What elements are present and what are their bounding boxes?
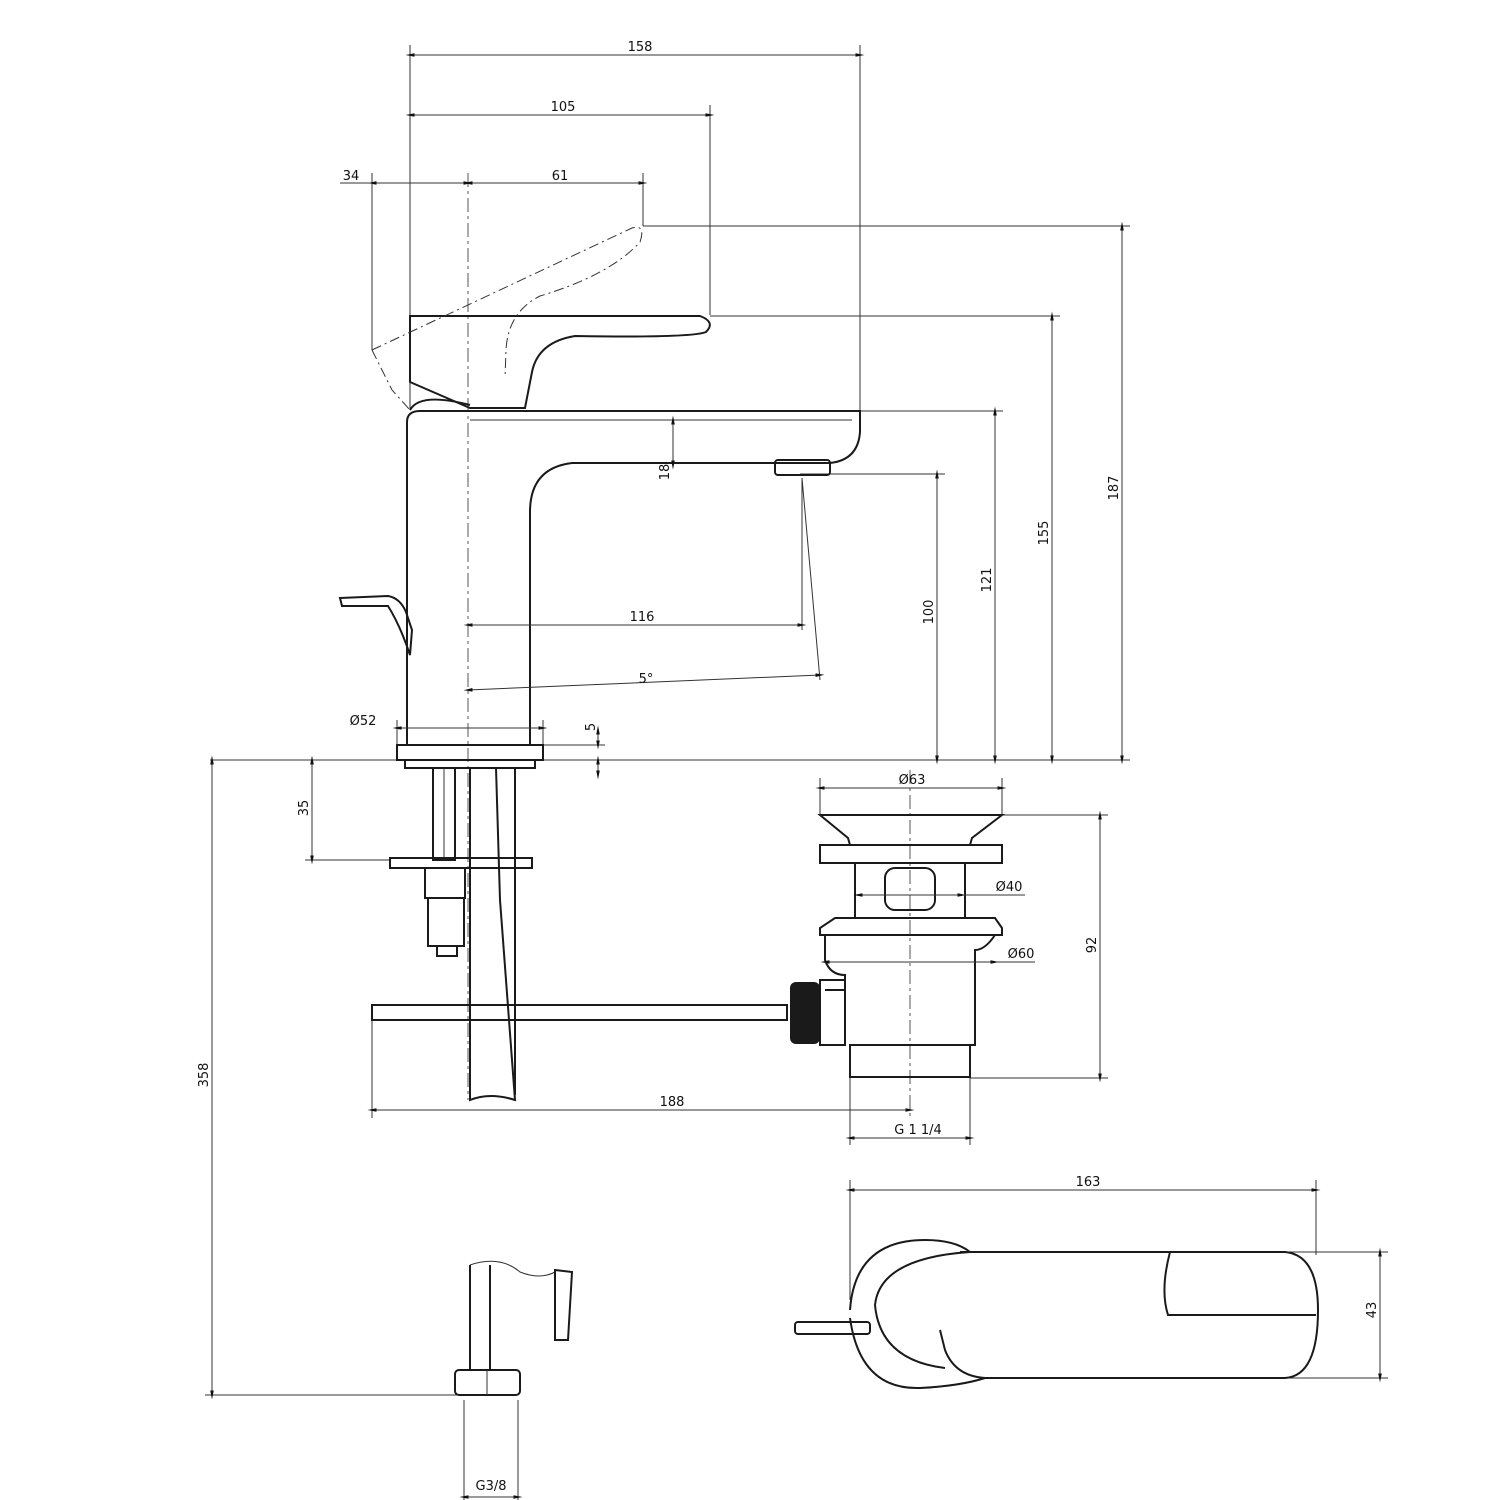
faucet-body — [406, 410, 861, 746]
dim-35: 35 — [297, 800, 312, 817]
dim-34: 34 — [343, 169, 360, 184]
handle-raised-outline — [371, 226, 643, 411]
hose-connection — [454, 1260, 574, 1396]
dim-92: 92 — [1085, 937, 1100, 954]
waste-valve — [790, 814, 1005, 1078]
dim-g38: G3/8 — [476, 1479, 507, 1494]
popup-lever — [338, 594, 414, 656]
dim-5: 5 — [584, 723, 599, 731]
dim-angle: 5° — [639, 672, 654, 687]
dim-158: 158 — [628, 40, 653, 55]
dim-116: 116 — [630, 610, 655, 625]
dim-d40: Ø40 — [996, 880, 1023, 895]
dim-100: 100 — [922, 600, 937, 625]
popup-rod — [371, 1004, 788, 1021]
extension-lines — [205, 45, 1388, 1500]
dim-121: 121 — [980, 568, 995, 593]
dim-188: 188 — [660, 1095, 685, 1110]
faucet-side-view — [338, 226, 861, 1102]
faucet-handle — [409, 315, 711, 409]
dim-163: 163 — [1076, 1175, 1101, 1190]
dim-d60: Ø60 — [1008, 947, 1035, 962]
dim-187: 187 — [1107, 476, 1122, 501]
dim-d52: Ø52 — [350, 714, 377, 729]
dim-18: 18 — [658, 464, 673, 481]
dim-155: 155 — [1037, 521, 1052, 546]
dim-358: 358 — [197, 1063, 212, 1088]
dim-43: 43 — [1365, 1302, 1380, 1319]
dim-61: 61 — [552, 169, 569, 184]
dim-105: 105 — [551, 100, 576, 115]
faucet-top-view — [794, 1238, 1320, 1390]
dim-d63: Ø63 — [899, 773, 926, 788]
dimension-labels: 158 105 34 61 187 155 121 100 18 116 5° … — [197, 40, 1380, 1494]
dim-g114: G 1 1/4 — [894, 1123, 942, 1138]
dimension-lines — [210, 53, 1382, 1499]
